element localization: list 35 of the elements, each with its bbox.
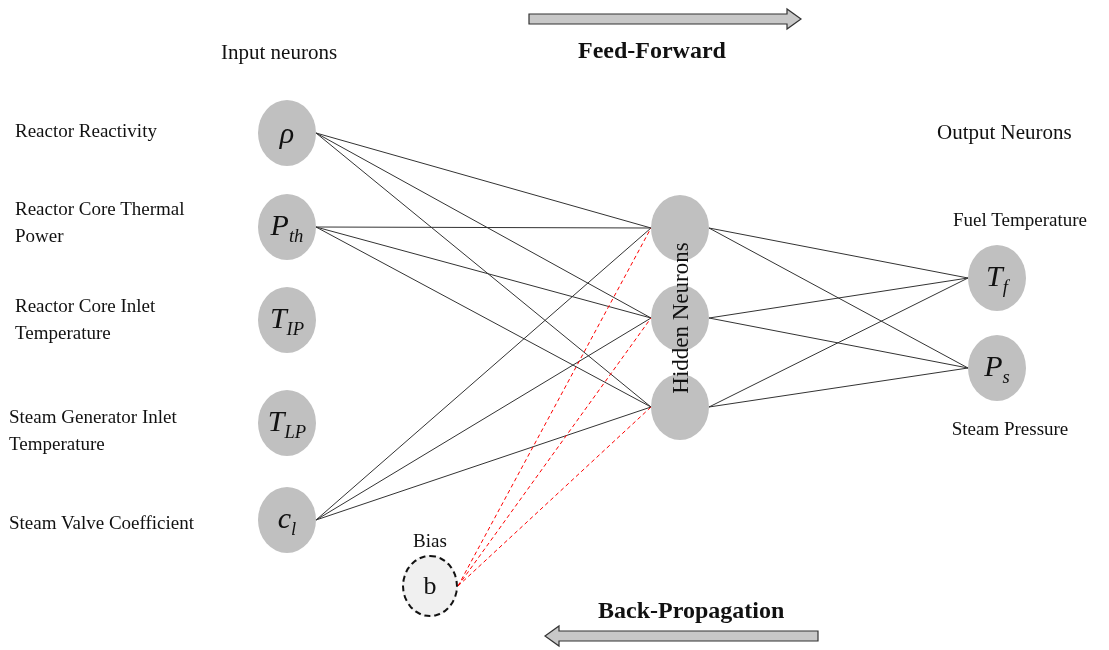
connection-line — [315, 132, 652, 408]
neuron-symbol: P$_{s}$ — [984, 348, 1010, 388]
layer-label: Input neurons — [221, 40, 338, 65]
direction-label: Feed-Forward — [578, 37, 726, 64]
connection-line — [708, 227, 969, 279]
input-variable-label: Reactor Core Thermal Power — [15, 197, 186, 248]
neuron-symbol: T$_{IP}$ — [269, 300, 305, 340]
connection-line — [315, 317, 652, 521]
neuron-label: Fuel Temperature — [952, 208, 1088, 232]
connection-line — [708, 277, 969, 408]
connection-line — [315, 226, 652, 319]
neuron-symbol: P$_{th}$ — [270, 207, 304, 247]
bias-connection — [457, 406, 652, 587]
input-variable-label: Steam Generator Inlet Temperature — [9, 405, 178, 456]
neuron-symbol: T$_{LP}$ — [267, 403, 307, 443]
neuron-label: Bias — [412, 529, 448, 553]
direction-label: Back-Propagation — [598, 597, 785, 624]
neuron-symbol: T$_{f}$ — [986, 258, 1008, 298]
input-variable-label: Reactor Core Inlet Temperature — [15, 294, 157, 345]
input-variable-label: Reactor Reactivity — [15, 119, 158, 143]
connection-line — [708, 317, 969, 369]
connection-line — [315, 226, 652, 408]
layer-label: Output Neurons — [937, 120, 1072, 145]
connection-line — [315, 406, 652, 521]
connection-line — [315, 227, 652, 521]
neuron-symbol: ρ — [279, 116, 295, 150]
input-variable-label: Steam Valve Coefficient — [9, 511, 196, 535]
connection-line — [708, 277, 969, 319]
connection-line — [708, 227, 969, 369]
layer-label: Hidden Neurons — [667, 242, 694, 394]
connection-line — [315, 226, 652, 229]
neuron-label: Steam Pressure — [950, 417, 1070, 441]
neuron-symbol: b — [423, 571, 437, 601]
connection-line — [708, 367, 969, 408]
neuron-symbol: c$_{l}$ — [277, 500, 297, 540]
